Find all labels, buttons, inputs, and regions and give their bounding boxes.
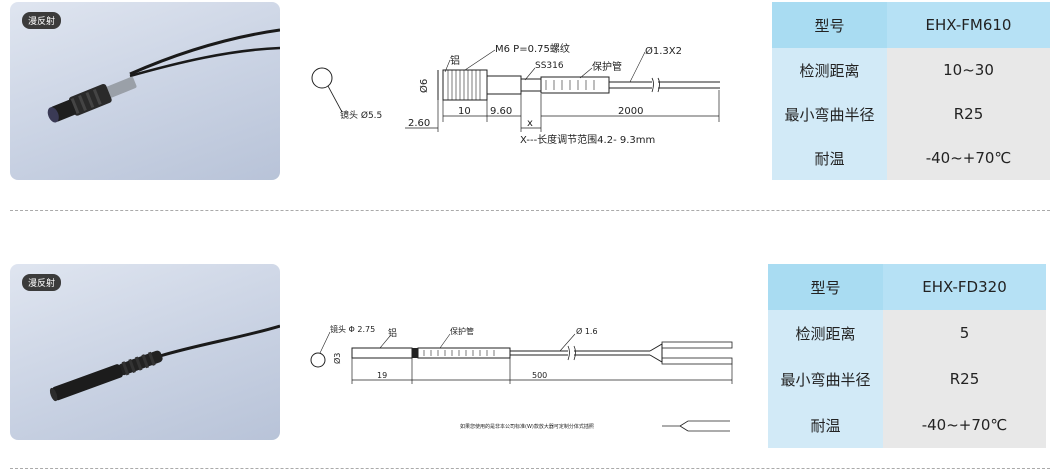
material-label: 铝 — [450, 55, 460, 67]
spec-table: 型号 EHX-FD320 检测距离 5 最小弯曲半径 R25 耐温 -40~+7… — [768, 264, 1046, 448]
dim-1: 2.60 — [408, 118, 430, 129]
distance-value: 10~30 — [887, 48, 1050, 92]
model-label: 型号 — [772, 2, 887, 48]
dim-3: 9.60 — [490, 106, 512, 117]
dim-5: 2000 — [618, 106, 643, 117]
thread-label: M6 P=0.75螺纹 — [495, 42, 570, 55]
technical-drawing: 镜头 Φ 2.75 Ø3 铝 保护管 — [300, 258, 740, 458]
steel-label: SS316 — [535, 61, 564, 71]
type-badge: 漫反射 — [22, 12, 62, 29]
product-row-2: 漫反射 镜头 Φ 2.75 Ø — [0, 258, 1054, 458]
material-label: 铝 — [388, 327, 397, 339]
temperature-label: 耐温 — [772, 136, 887, 180]
fiber-label: Ø 1.6 — [576, 326, 598, 336]
distance-value: 5 — [883, 310, 1046, 356]
distance-label: 检测距离 — [768, 310, 883, 356]
spec-table: 型号 EHX-FM610 检测距离 10~30 最小弯曲半径 R25 耐温 -4… — [772, 2, 1050, 180]
model-value: EHX-FD320 — [883, 264, 1046, 310]
type-badge: 漫反射 — [22, 274, 62, 291]
distance-label: 检测距离 — [772, 48, 887, 92]
dim-4: x — [527, 118, 533, 129]
diameter-label: Ø6 — [418, 79, 430, 93]
bend-radius-value: R25 — [887, 92, 1050, 136]
tube-label: 保护管 — [450, 326, 474, 336]
product-photo: 漫反射 — [10, 264, 280, 440]
dim-2: 10 — [458, 106, 471, 117]
dim-1: 19 — [377, 371, 387, 380]
diameter-label: Ø3 — [332, 353, 342, 364]
lens-label: 镜头 Φ 2.75 — [330, 324, 375, 334]
temperature-label: 耐温 — [768, 402, 883, 448]
temperature-value: -40~+70℃ — [887, 136, 1050, 180]
model-value: EHX-FM610 — [887, 2, 1050, 48]
tube-label: 保护管 — [592, 60, 622, 73]
dim-2: 500 — [532, 371, 547, 380]
divider — [10, 210, 1050, 211]
product-photo: 漫反射 — [10, 2, 280, 180]
adjust-note: X---长度调节范围4.2- 9.3mm — [520, 133, 655, 146]
product-row-1: 漫反射 镜头 Ø5.5 — [0, 0, 1054, 200]
lens-label: 镜头 Ø5.5 — [340, 109, 382, 121]
temperature-value: -40~+70℃ — [883, 402, 1046, 448]
bend-radius-label: 最小弯曲半径 — [768, 356, 883, 402]
bend-radius-label: 最小弯曲半径 — [772, 92, 887, 136]
fiber-label: Ø1.3X2 — [645, 45, 682, 57]
divider — [10, 468, 1050, 469]
model-label: 型号 — [768, 264, 883, 310]
bend-radius-value: R25 — [883, 356, 1046, 402]
custom-note: 如果您使用的是非本公司标准(W)款放大器可定制分体式插照 — [460, 423, 594, 430]
technical-drawing: 镜头 Ø5.5 Ø6 — [300, 0, 740, 200]
